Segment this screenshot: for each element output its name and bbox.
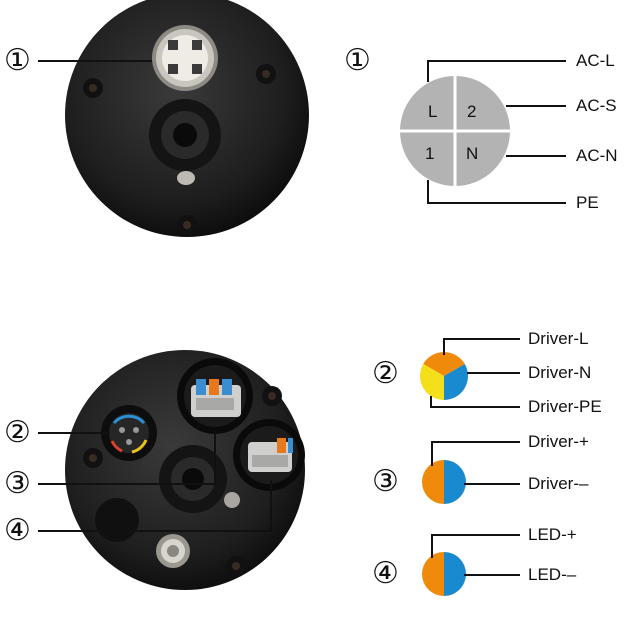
wire-label-ac-l: AC-L — [576, 51, 615, 70]
marker-2-photo: ② — [4, 415, 31, 450]
pin-plus-half — [422, 552, 444, 596]
wire-label-led-minus: LED-– — [528, 565, 577, 584]
pin-n-segment — [444, 364, 469, 400]
cable-gland — [149, 99, 221, 171]
pin-plus-half — [422, 460, 444, 504]
driver-dc-pin-diagram — [422, 441, 520, 504]
marker-1-photo: ① — [4, 43, 31, 78]
vent-plug — [224, 492, 240, 508]
blind-plug — [95, 498, 139, 542]
screw — [226, 556, 246, 576]
wire-label-driver-n: Driver-N — [528, 363, 592, 382]
led-terminal — [233, 419, 305, 491]
marker-4-photo: ④ — [4, 513, 31, 548]
screw — [177, 215, 197, 235]
wire-label-ac-s: AC-S — [576, 96, 617, 115]
driver-ac-socket — [101, 405, 157, 461]
marker-3-diagram: ③ — [372, 464, 399, 499]
pin-pe-segment — [420, 364, 444, 400]
leader-lines — [38, 60, 272, 532]
vent-plug — [177, 171, 195, 185]
quadrant-label-2: 2 — [467, 102, 477, 121]
wire-label-ac-n: AC-N — [576, 146, 618, 165]
pin-minus-half — [444, 460, 466, 504]
driver-dc-terminal — [177, 358, 253, 434]
screw — [256, 64, 276, 84]
marker-3-photo: ③ — [4, 466, 31, 501]
ac-connector-pin-diagram — [400, 60, 566, 204]
wire-label-driver-minus: Driver-– — [528, 474, 589, 493]
pressure-valve — [156, 534, 190, 568]
wire-label-driver-pe: Driver-PE — [528, 397, 602, 416]
cable-gland — [159, 445, 227, 513]
screw — [262, 386, 282, 406]
marker-1-diagram: ① — [344, 43, 371, 78]
wire-label-led-plus: LED-+ — [528, 525, 577, 544]
top-device-photo — [65, 0, 309, 237]
bottom-device-photo — [65, 350, 305, 590]
driver-ac-pin-diagram — [420, 338, 520, 408]
pin-minus-half — [444, 552, 466, 596]
screw — [83, 448, 103, 468]
quadrant-label-1: 1 — [425, 144, 435, 163]
wire-label-driver-plus: Driver-+ — [528, 432, 589, 451]
ac-connector-socket — [152, 25, 218, 91]
marker-4-diagram: ④ — [372, 556, 399, 591]
marker-2-diagram: ② — [372, 356, 399, 391]
quadrant-label-n: N — [466, 144, 479, 163]
screw — [83, 78, 103, 98]
wire-label-pe: PE — [576, 193, 599, 212]
quadrant-label-l: L — [428, 102, 438, 121]
led-pin-diagram — [422, 534, 520, 596]
wire-label-driver-l: Driver-L — [528, 329, 589, 348]
